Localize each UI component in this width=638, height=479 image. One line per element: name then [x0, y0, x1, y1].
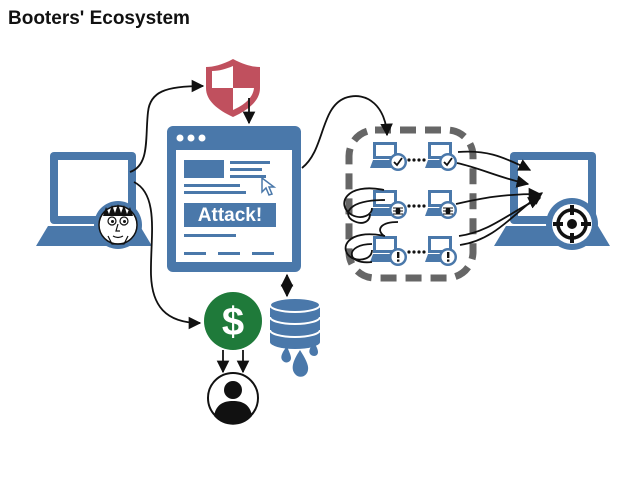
bot-server-alert-icon [425, 236, 457, 266]
target-crosshair-icon [546, 198, 598, 250]
shield-icon [206, 59, 260, 117]
svg-text:$: $ [222, 300, 244, 344]
database-leak-icon [269, 297, 321, 377]
bot-server-alert-icon [370, 236, 407, 266]
bot-server-bug-icon [370, 190, 407, 219]
flow-arrows [129, 79, 544, 374]
attack-button[interactable]: Attack! [184, 203, 276, 227]
diagram-title: Booters' Ecosystem [8, 8, 190, 29]
attack-button-label: Attack! [198, 205, 262, 226]
dollar-coin-icon: $ [204, 292, 262, 350]
attacker-face-icon [94, 201, 142, 249]
booter-website-icon: Attack! [167, 126, 301, 272]
user-avatar-icon [207, 372, 259, 425]
botnet-servers-icon [345, 126, 477, 282]
bot-server-check-icon [425, 142, 457, 171]
bot-server-check-icon [370, 142, 407, 171]
bot-link-dots [407, 158, 426, 254]
bot-server-bug-icon [425, 190, 457, 219]
